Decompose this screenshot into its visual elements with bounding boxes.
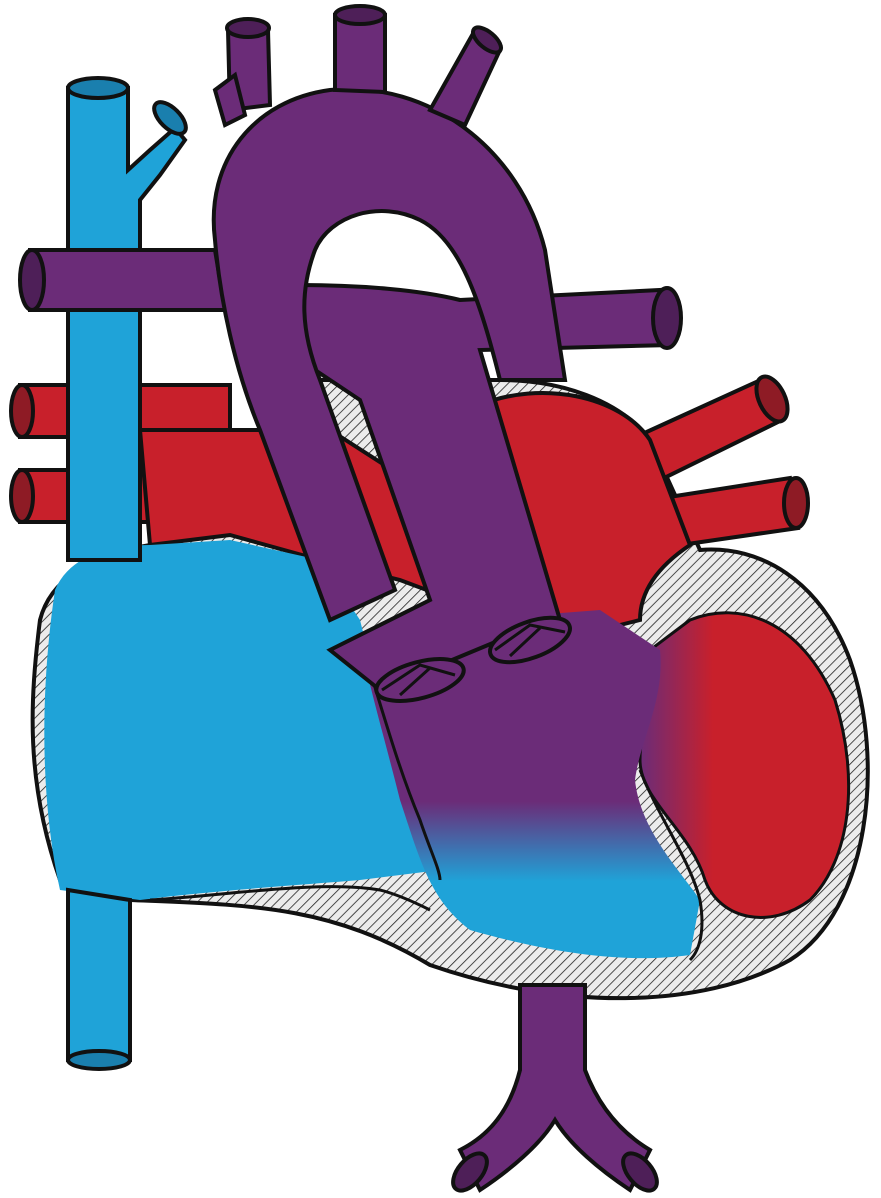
iliac-right-opening (617, 1147, 664, 1196)
superior-vena-cava-opening (68, 78, 128, 98)
brachiocephalic-opening (227, 19, 269, 37)
left-pulmonary-vein-upper-opening (11, 385, 33, 437)
pulmonary-artery-left-opening (20, 250, 44, 310)
inferior-vena-cava (68, 890, 130, 1060)
inferior-vena-cava-opening (68, 1051, 130, 1069)
left-pulmonary-vein-lower-opening (11, 470, 33, 522)
pulmonary-artery-left-branch (30, 250, 225, 310)
pulmonary-vein-lower-opening (784, 478, 808, 528)
left-carotid-artery (335, 15, 385, 92)
left-carotid-opening (335, 6, 385, 24)
pulmonary-artery-right-opening (653, 288, 681, 348)
azygos-vein-opening (149, 97, 191, 139)
iliac-left-opening (447, 1147, 494, 1196)
